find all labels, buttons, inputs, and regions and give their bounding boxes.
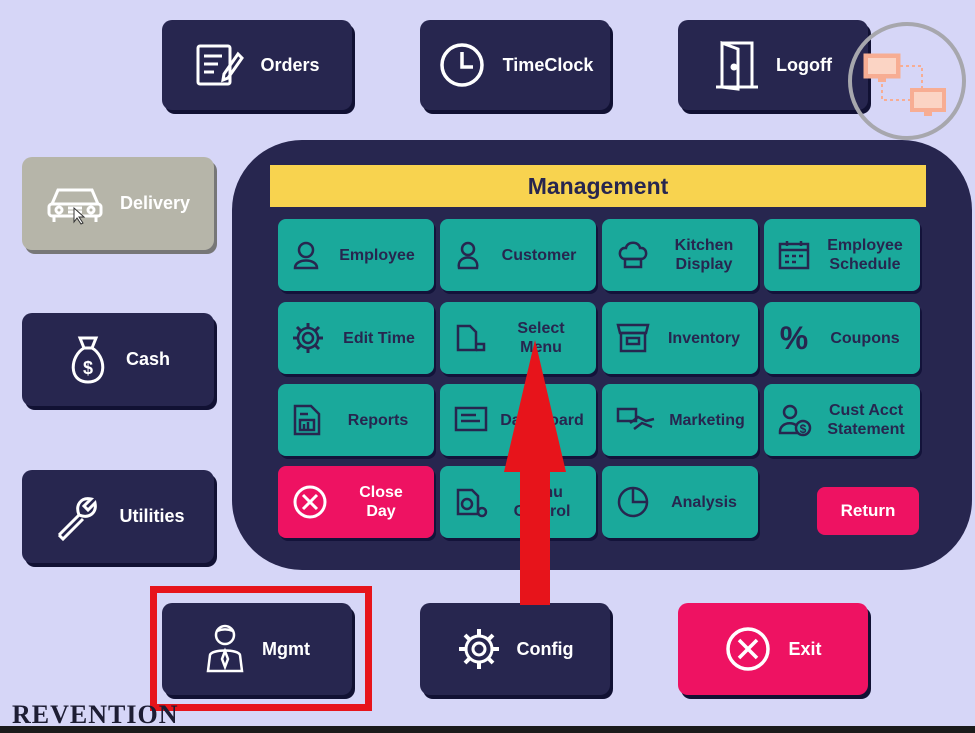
select-menu-line-1: Select <box>517 320 565 337</box>
config-button[interactable]: Config <box>420 603 610 695</box>
up-arrow-annotation <box>504 340 566 605</box>
logoff-label: Logoff <box>776 54 832 75</box>
close-day-line-1: Close <box>359 484 403 501</box>
orders-label: Orders <box>260 54 320 75</box>
close-circle-icon <box>293 485 327 519</box>
kitchen-line-2: Display <box>675 256 733 273</box>
cash-button[interactable]: $ Cash <box>22 313 214 406</box>
mgmt-button[interactable]: Mgmt <box>162 603 352 695</box>
exit-label: Exit <box>788 638 822 659</box>
network-status-indicator[interactable] <box>848 22 966 140</box>
tile-edit-time[interactable]: Edit Time <box>278 302 434 374</box>
tile-marketing-label: Marketing <box>669 411 745 429</box>
close-circle-icon <box>726 627 771 671</box>
tile-edit-time-label: Edit Time <box>343 329 415 347</box>
delivery-label: Delivery <box>119 193 191 213</box>
person-icon <box>293 241 319 270</box>
close-day-line-2: Day <box>366 503 396 520</box>
orders-button[interactable]: Orders <box>162 20 352 110</box>
percent-icon: % <box>780 322 808 354</box>
tile-analysis[interactable]: Analysis <box>602 466 758 538</box>
wrench-icon <box>58 496 98 541</box>
select-menu-line-2: Menu <box>520 339 562 356</box>
svg-text:$: $ <box>83 358 93 378</box>
handshake-card-icon <box>616 407 655 430</box>
cust-acct-line-1: Cust Acct <box>828 402 904 419</box>
money-bag-icon: $ <box>71 336 105 384</box>
dashboard-icon <box>454 406 488 432</box>
cash-label: Cash <box>125 349 170 369</box>
bottom-bar <box>0 726 975 733</box>
report-document-icon <box>293 404 321 436</box>
svg-text:$: $ <box>800 422 807 436</box>
car-icon <box>47 188 103 225</box>
pie-chart-icon <box>617 486 649 518</box>
brand-logo: REVENTION <box>12 700 179 729</box>
delivery-button[interactable]: Delivery <box>22 157 214 250</box>
timeclock-button[interactable]: TimeClock <box>420 20 610 110</box>
exit-button[interactable]: Exit <box>678 603 868 695</box>
manager-person-icon <box>206 624 244 673</box>
tile-customer-label: Customer <box>501 246 577 264</box>
tile-coupons[interactable]: % Coupons <box>764 302 920 374</box>
inventory-box-icon <box>616 323 650 353</box>
network-computers-icon <box>863 53 946 116</box>
utilities-label: Utilities <box>119 506 185 526</box>
cust-acct-line-2: Statement <box>827 421 905 438</box>
timeclock-label: TimeClock <box>502 54 594 75</box>
clock-icon <box>439 43 484 87</box>
management-title: Management <box>270 165 926 207</box>
chef-hat-icon <box>618 241 648 269</box>
tile-reports-label: Reports <box>347 411 409 429</box>
document-icon <box>456 324 486 352</box>
schedule-line-2: Schedule <box>829 256 901 273</box>
tile-coupons-label: Coupons <box>830 329 900 347</box>
gear-clock-icon <box>293 323 323 353</box>
config-label: Config <box>516 638 574 659</box>
customer-icon <box>457 241 479 270</box>
tile-marketing[interactable]: Marketing <box>602 384 758 456</box>
tile-customer[interactable]: Customer <box>440 219 596 291</box>
notepad-pencil-icon <box>196 44 245 86</box>
return-button[interactable]: Return <box>817 487 919 535</box>
menu-gear-icon <box>456 488 488 518</box>
tile-reports[interactable]: Reports <box>278 384 434 456</box>
gear-icon <box>458 629 499 669</box>
tile-analysis-label: Analysis <box>671 493 737 511</box>
tile-employee[interactable]: Employee <box>278 219 434 291</box>
svg-text:%: % <box>780 322 808 354</box>
logoff-button[interactable]: Logoff <box>678 20 868 110</box>
tile-inventory[interactable]: Inventory <box>602 302 758 374</box>
customer-dollar-icon: $ <box>778 404 812 437</box>
calendar-icon <box>778 241 810 270</box>
tile-employee-label: Employee <box>339 246 415 264</box>
door-icon <box>716 40 759 91</box>
schedule-line-1: Employee <box>827 237 903 254</box>
kitchen-line-1: Kitchen <box>674 237 734 254</box>
tile-inventory-label: Inventory <box>667 329 740 347</box>
utilities-button[interactable]: Utilities <box>22 470 214 563</box>
mgmt-highlight-box <box>150 586 372 711</box>
mgmt-label: Mgmt <box>262 638 310 659</box>
